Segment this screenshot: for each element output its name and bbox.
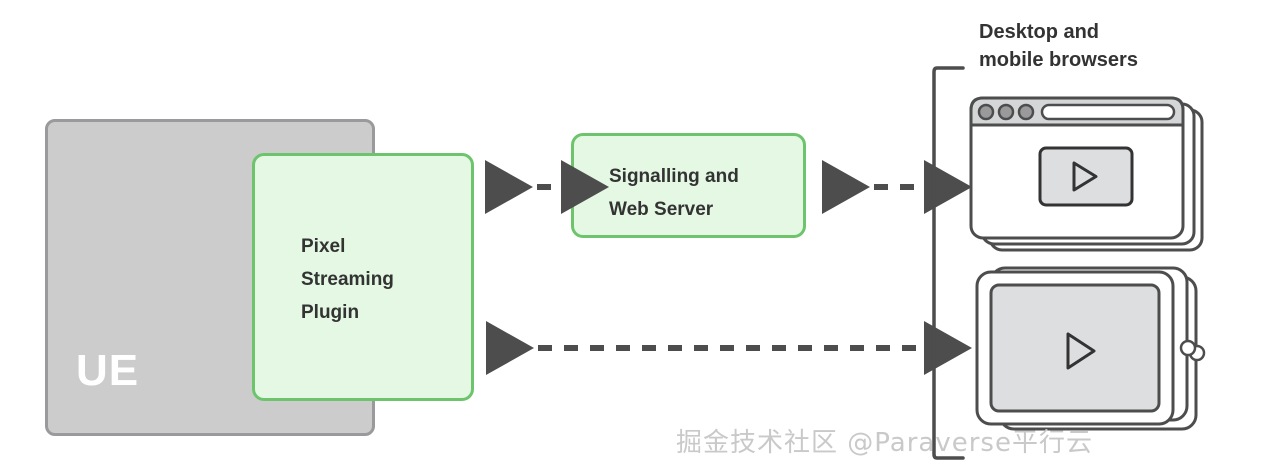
window-button-minimize <box>997 103 1015 121</box>
signalling-web-server-label: Signalling and Web Server <box>609 166 739 220</box>
window-button-maximize <box>1017 103 1035 121</box>
pixel-streaming-plugin-label: Pixel Streaming Plugin <box>301 236 394 323</box>
ue-label: UE <box>76 346 140 395</box>
desktop-mobile-browsers-heading: Desktop and mobile browsers <box>979 21 1138 71</box>
window-button-close <box>977 103 995 121</box>
url-bar <box>1040 103 1176 121</box>
browsers-bracket <box>932 66 965 460</box>
video-panel <box>1038 146 1134 207</box>
video-panel <box>989 283 1161 413</box>
pixel-streaming-plugin-box <box>252 153 474 401</box>
play-icon <box>1066 332 1096 370</box>
play-icon <box>1072 161 1098 192</box>
watermark-text: 掘金技术社区 @Paraverse平行云 <box>676 428 1093 458</box>
